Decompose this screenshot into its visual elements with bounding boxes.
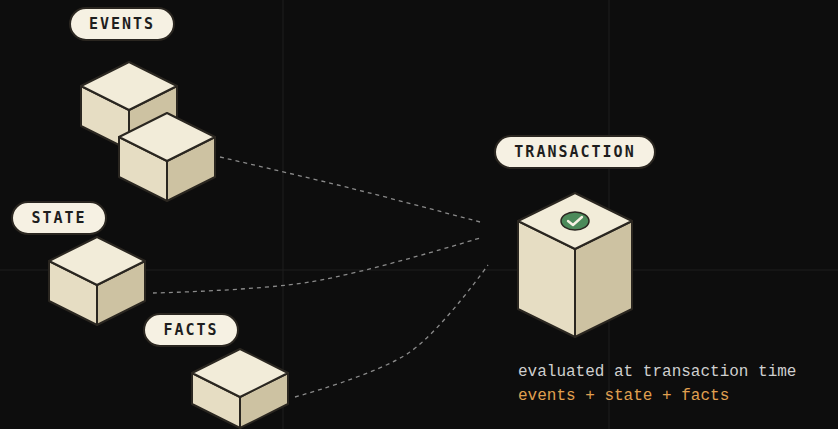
pill-label: STATE	[11, 201, 106, 235]
check-badge	[561, 212, 589, 230]
pill-label: TRANSACTION	[494, 135, 655, 169]
cube-node: EVENTS	[65, 7, 215, 200]
dashed-connector	[220, 157, 480, 222]
dashed-connector	[153, 238, 480, 293]
cube-node: TRANSACTION	[480, 135, 670, 337]
cube	[518, 193, 632, 337]
cube	[49, 237, 145, 325]
cube-node: STATE	[8, 201, 148, 325]
cube	[119, 113, 215, 201]
cube	[192, 349, 288, 428]
caption-note: evaluated at transaction time	[518, 362, 796, 382]
caption-note: events + state + facts	[518, 386, 729, 406]
cube-node: FACTS	[142, 313, 290, 428]
pill-label: FACTS	[143, 313, 238, 347]
pill-label: EVENTS	[69, 7, 175, 41]
dashed-connector	[295, 265, 488, 397]
